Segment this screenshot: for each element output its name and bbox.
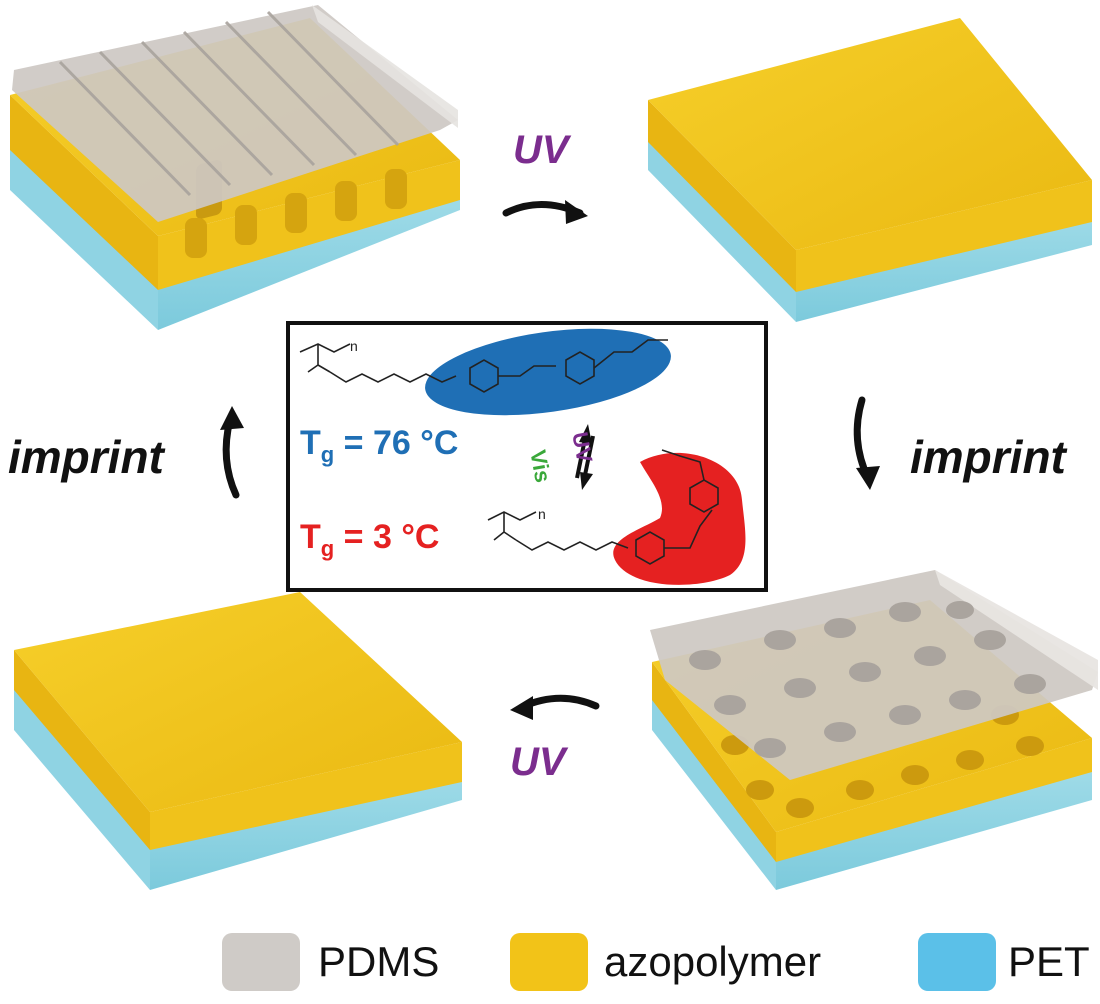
azopolymer-layer <box>150 742 462 850</box>
uv-label-bottom: UV <box>510 740 566 784</box>
cis-azo-ellipse <box>613 452 746 585</box>
azopolymer-layer <box>158 160 460 290</box>
tg-trans-label: Tg = 76 °C <box>300 424 459 467</box>
legend-swatch-pdms <box>222 933 300 991</box>
imprint-label-right: imprint <box>910 431 1066 483</box>
pdms-stamp <box>12 5 458 222</box>
imprint-label-left: imprint <box>8 431 164 483</box>
azopolymer-layer <box>776 738 1092 862</box>
trans-structure <box>299 339 668 393</box>
pdms-stamp-edge <box>935 570 1098 690</box>
film-top-right <box>648 18 1092 322</box>
polymer-n-label-bottom: n <box>538 506 546 522</box>
arrow-left <box>220 406 244 499</box>
polymer-n-label-top: n <box>350 338 358 354</box>
pdms-stamp-edge <box>312 5 458 128</box>
legend-label-azopolymer: azopolymer <box>604 938 822 985</box>
cis-structure <box>487 449 719 565</box>
azopolymer-top <box>648 18 1092 250</box>
uv-conversion-label: UV <box>567 430 598 465</box>
legend-swatch-pet <box>918 933 996 991</box>
uv-label-top: UV <box>513 128 569 172</box>
legend-label-pdms: PDMS <box>318 938 440 985</box>
arrow-top <box>502 200 588 224</box>
azopolymer-layer <box>10 95 158 290</box>
azopolymer-top <box>14 592 462 812</box>
film-bottom-right <box>650 570 1098 890</box>
legend-label-pet: PET <box>1008 938 1090 985</box>
legend-swatch-azopolymer <box>510 933 588 991</box>
film-top-left <box>10 5 460 330</box>
arrow-bottom <box>510 694 600 720</box>
vis-conversion-label: Vis <box>525 448 556 485</box>
azopolymer-layer <box>648 100 796 292</box>
equilibrium-arrows <box>575 424 595 490</box>
azopolymer-layer <box>652 662 776 862</box>
azopolymer-layer <box>14 650 150 850</box>
azopolymer-layer <box>796 180 1092 292</box>
arrow-right <box>853 396 880 490</box>
film-bottom-left <box>14 592 462 890</box>
trans-azo-ellipse <box>425 328 671 416</box>
tg-cis-label: Tg = 3 °C <box>300 518 440 561</box>
